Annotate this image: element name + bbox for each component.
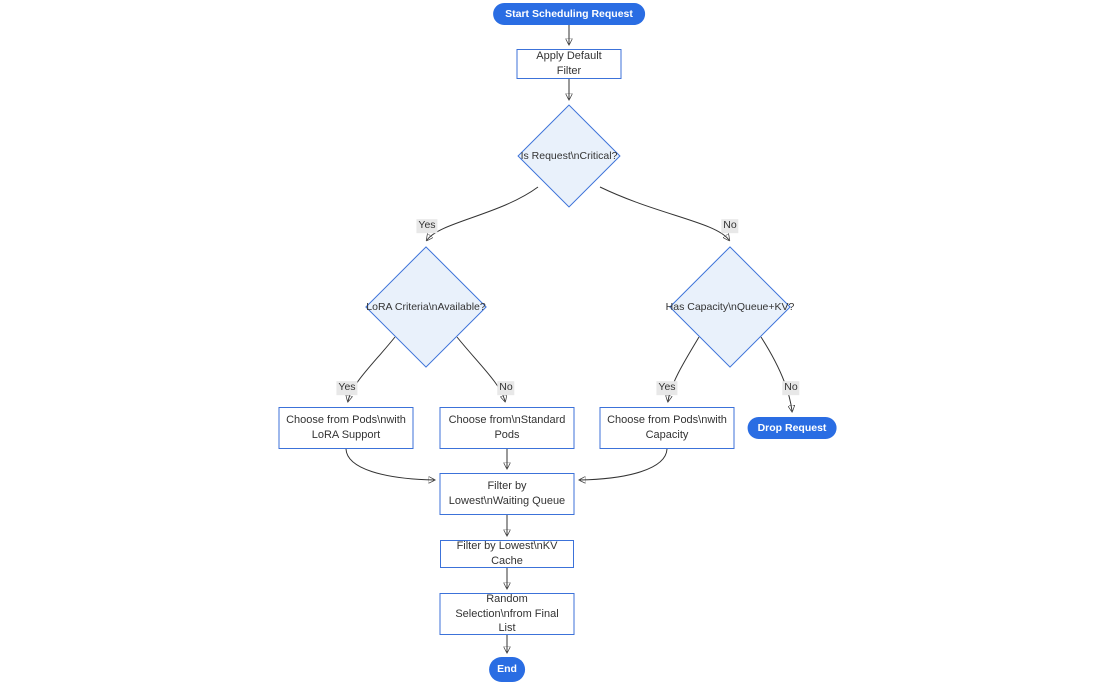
edge-label-critical-no: No [721,219,739,233]
edge-label-critical-yes: Yes [416,219,438,233]
edge-lora-pods-to-filter-queue [345,448,434,480]
node-label: Choose from Pods\nwith LoRA Support [286,414,406,441]
node-apply-default-filter: Apply Default Filter [516,49,622,79]
node-label: Filter by Lowest\nWaiting Queue [448,480,566,507]
node-filter-lowest-kv-cache: Filter by Lowest\nKV Cache [440,540,574,568]
node-end: End [489,657,525,682]
edge-label-lora-no: No [497,381,515,395]
node-start: Start Scheduling Request [493,3,645,25]
node-random-selection-final-list: Random Selection\nfrom Final List [439,592,575,635]
edge-capacity-yes [668,336,700,401]
edge-is-critical-yes [427,186,539,240]
edge-label-lora-yes: Yes [336,381,358,395]
node-label: End [497,663,517,676]
node-choose-standard-pods: Choose from\nStandard Pods [439,407,575,449]
node-label: Is Request\nCritical? [520,149,618,162]
node-label: Choose from\nStandard Pods [448,414,566,441]
edge-capacity-no [760,336,792,411]
node-has-capacity-queue-kv: Has Capacity\nQueue+KV? [666,246,794,368]
node-is-request-critical: Is Request\nCritical? [517,104,621,208]
node-filter-lowest-waiting-queue: Filter by Lowest\nWaiting Queue [439,473,575,515]
node-label: Start Scheduling Request [505,7,633,20]
node-lora-criteria-available: LoRA Criteria\nAvailable? [365,246,487,368]
node-label: LoRA Criteria\nAvailable? [366,300,486,313]
node-drop-request: Drop Request [747,417,837,439]
edge-lora-yes [348,336,396,401]
edge-label-capacity-no: No [782,381,800,395]
edge-is-critical-no [599,186,729,240]
edge-label-capacity-yes: Yes [656,381,678,395]
node-label: Random Selection\nfrom Final List [455,592,559,635]
edge-capacity-pods-to-filter-queue [580,448,668,480]
node-label: Apply Default Filter [536,50,602,77]
node-choose-pods-lora-support: Choose from Pods\nwith LoRA Support [278,407,414,449]
node-label: Choose from Pods\nwith Capacity [607,414,727,441]
node-label: Drop Request [757,421,827,434]
edge-lora-no [456,336,505,401]
node-label: Filter by Lowest\nKV Cache [456,540,558,567]
node-choose-pods-capacity: Choose from Pods\nwith Capacity [599,407,735,449]
node-label: Has Capacity\nQueue+KV? [665,300,795,313]
